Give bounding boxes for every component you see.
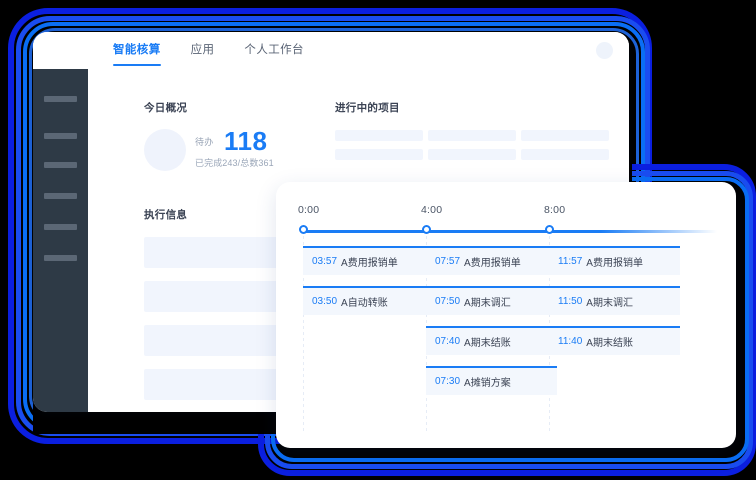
tab-strip: 智能核算 应用 个人工作台 xyxy=(113,32,304,69)
event-title: A费用报销单 xyxy=(586,258,643,269)
event-title: A费用报销单 xyxy=(464,258,521,269)
project-placeholder-6 xyxy=(521,149,609,160)
event-time: 03:50 xyxy=(312,296,338,307)
tab-label: 智能核算 xyxy=(113,44,161,56)
todo-progress-text: 已完成243/总数361 xyxy=(195,158,274,168)
event-title: A期末结账 xyxy=(586,338,633,349)
event-time: 07:40 xyxy=(435,336,461,347)
project-placeholder-2 xyxy=(428,130,516,141)
sidebar-item-3[interactable] xyxy=(44,162,77,168)
sidebar-item-2[interactable] xyxy=(44,133,77,139)
timeline-event-card[interactable]: 07:30 A摊销方案 xyxy=(426,366,557,395)
sidebar-navigation xyxy=(33,69,88,412)
timeline-tick-dot-0[interactable] xyxy=(299,225,308,234)
sidebar-item-1[interactable] xyxy=(44,96,77,102)
event-title: A摊销方案 xyxy=(464,378,511,389)
todo-label: 待办 xyxy=(195,137,214,147)
event-time: 11:50 xyxy=(558,296,583,307)
project-placeholder-3 xyxy=(521,130,609,141)
todo-count-value: 118 xyxy=(224,126,268,156)
timeline-event-card[interactable]: 07:57 A费用报销单 xyxy=(426,246,557,275)
event-time: 03:57 xyxy=(312,256,338,267)
event-title: A期末结账 xyxy=(464,338,511,349)
tab-personal-workspace[interactable]: 个人工作台 xyxy=(244,32,304,69)
overview-section-title: 今日概况 xyxy=(144,102,188,114)
event-time: 07:57 xyxy=(435,256,461,267)
event-title: A期末调汇 xyxy=(586,298,633,309)
timeline-event-card[interactable]: 07:40 A期末结账 xyxy=(426,326,557,355)
event-time: 07:30 xyxy=(435,376,461,387)
event-time: 11:40 xyxy=(558,336,583,347)
timeline-tick-label-2: 8:00 xyxy=(544,204,566,216)
event-time: 07:50 xyxy=(435,296,461,307)
project-placeholder-5 xyxy=(428,149,516,160)
sidebar-item-4[interactable] xyxy=(44,193,77,199)
timeline-column-3: 11:57 A费用报销单 11:50 A期末调汇 11:40 A期末结账 xyxy=(549,246,680,366)
timeline-event-card[interactable]: 03:50 A自动转账 xyxy=(303,286,434,315)
event-title: A自动转账 xyxy=(341,298,388,309)
project-placeholder-1 xyxy=(335,130,423,141)
sidebar-item-5[interactable] xyxy=(44,224,77,230)
tab-applications[interactable]: 应用 xyxy=(191,32,215,69)
projects-section-title: 进行中的项目 xyxy=(335,102,400,114)
timeline-event-card[interactable]: 11:40 A期末结账 xyxy=(549,326,680,355)
event-title: A费用报销单 xyxy=(341,258,398,269)
timeline-event-card[interactable]: 07:50 A期末调汇 xyxy=(426,286,557,315)
timeline-guide-0 xyxy=(303,236,304,434)
timeline-column-2: 07:57 A费用报销单 07:50 A期末调汇 07:40 A期末结账 07:… xyxy=(426,246,557,406)
window-topbar: 智能核算 应用 个人工作台 xyxy=(33,32,629,70)
tab-intelligent-accounting[interactable]: 智能核算 xyxy=(113,32,161,69)
project-placeholder-4 xyxy=(335,149,423,160)
event-title: A期末调汇 xyxy=(464,298,511,309)
timeline-tick-dot-1[interactable] xyxy=(422,225,431,234)
tab-label: 应用 xyxy=(190,44,215,56)
timeline-tick-label-1: 4:00 xyxy=(421,204,443,216)
timeline-floating-card: 0:00 4:00 8:00 03:57 A费用报销单 03:50 A自动转账 … xyxy=(276,182,736,448)
tab-label: 个人工作台 xyxy=(244,44,304,56)
execution-section-title: 执行信息 xyxy=(144,209,188,221)
event-time: 11:57 xyxy=(558,256,583,267)
timeline-tick-label-0: 0:00 xyxy=(298,204,320,216)
user-avatar-icon[interactable] xyxy=(596,42,613,59)
sidebar-item-6[interactable] xyxy=(44,255,77,261)
timeline-column-1: 03:57 A费用报销单 03:50 A自动转账 xyxy=(303,246,434,326)
timeline-tick-dot-2[interactable] xyxy=(545,225,554,234)
timeline-event-card[interactable]: 11:50 A期末调汇 xyxy=(549,286,680,315)
timeline-axis-line xyxy=(302,230,717,233)
timeline-event-card[interactable]: 03:57 A费用报销单 xyxy=(303,246,434,275)
overview-avatar-placeholder xyxy=(144,129,186,171)
timeline-event-card[interactable]: 11:57 A费用报销单 xyxy=(549,246,680,275)
